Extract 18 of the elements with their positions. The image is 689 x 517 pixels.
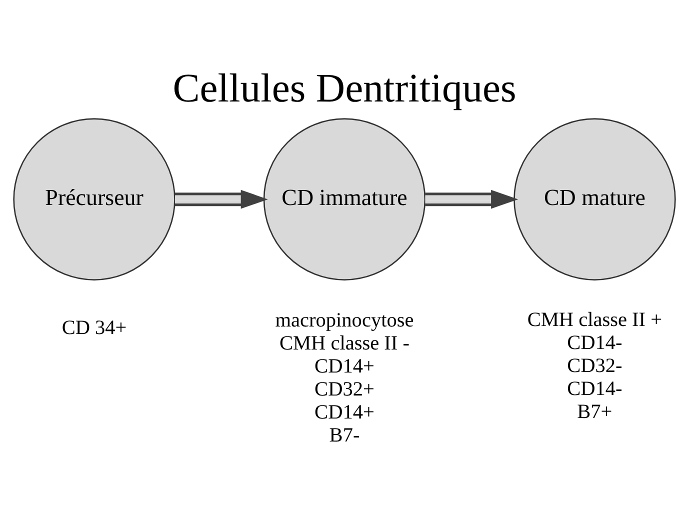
node-label: CD14-	[567, 378, 622, 400]
node-label: CD32+	[314, 378, 374, 400]
node-label: CD14+	[314, 355, 374, 378]
node-label: CMH classe II +	[527, 308, 662, 331]
arrow	[425, 190, 518, 209]
diagram-title: Cellules Dentritiques	[172, 65, 516, 110]
node-label: B7+	[577, 400, 612, 423]
node-circle: CD mature	[514, 118, 676, 280]
node-label: CMH classe II -	[279, 332, 410, 354]
arrow	[174, 190, 268, 209]
node-label: macropinocytose	[275, 309, 414, 332]
node-circle: CD immature	[263, 118, 426, 280]
node-label: B7-	[329, 424, 360, 446]
node-label: CD14-	[567, 332, 622, 354]
node-circle: Précurseur	[13, 118, 176, 280]
node-label: CD32-	[567, 354, 622, 377]
node-label: CD14+	[314, 401, 374, 424]
node-label: CD 34+	[62, 316, 127, 339]
